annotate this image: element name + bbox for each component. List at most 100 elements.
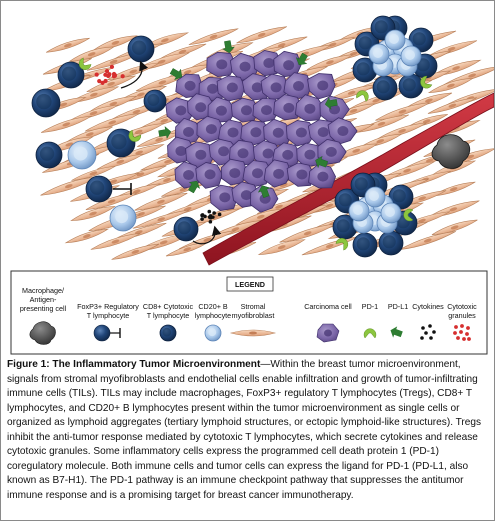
legend-pd1-icon [363, 328, 377, 339]
carcinoma-cell [206, 51, 237, 78]
stromal-myofibroblast [70, 206, 116, 221]
carcinoma-cell [263, 159, 292, 188]
stromal-myofibroblast [334, 143, 379, 158]
cytokines [200, 209, 222, 224]
legend-myofibroblast-icon [229, 329, 277, 337]
arrow [120, 60, 149, 89]
legend-granules-icon [453, 324, 471, 341]
macrophage [431, 134, 471, 169]
carcinoma-cell [252, 97, 280, 123]
stromal-myofibroblast [45, 37, 90, 53]
stromal-myofibroblast [427, 97, 477, 114]
cd8-cytotoxic-t-lymphocyte [332, 214, 358, 240]
pd1-receptor [128, 129, 142, 142]
carcinoma-cell [307, 73, 336, 100]
legend-label: PD-1 [362, 302, 378, 311]
cytotoxic-granules [94, 64, 125, 86]
cd8-cytotoxic-t-lymphocyte [35, 141, 63, 169]
pdl1-ligand [188, 180, 201, 194]
legend-treg-icon [93, 324, 121, 342]
legend-b-cell-icon [204, 324, 222, 342]
cd8-cytotoxic-t-lymphocyte [57, 61, 85, 89]
carcinoma-cell [273, 50, 302, 77]
tumor-microenvironment-illustration: LEGEND Macrophage/Antigen-presenting cel… [10, 15, 494, 355]
cd20-b-lymphocyte [67, 140, 97, 170]
pdl1-ligand [222, 40, 235, 54]
cd8-cytotoxic-t-lymphocyte [408, 27, 434, 53]
cd8-cytotoxic-t-lymphocyte [378, 230, 404, 256]
legend-title: LEGEND [235, 280, 265, 289]
cd20-b-lymphocyte [348, 200, 370, 222]
pdl1-ligand [169, 68, 183, 81]
carcinoma-cell [294, 94, 325, 122]
carcinoma-cell [185, 141, 216, 169]
cd20-b-lymphocyte [109, 204, 137, 232]
legend-label: Cytokines [412, 302, 444, 311]
carcinoma-cell [317, 138, 347, 165]
pd1-receptor [78, 57, 92, 70]
stromal-myofibroblast [257, 239, 306, 255]
stromal-myofibroblast [427, 78, 474, 93]
stromal-myofibroblast [132, 209, 190, 229]
pdl1-ligand [158, 126, 172, 139]
legend-box: LEGEND Macrophage/Antigen-presenting cel… [10, 270, 488, 355]
cd8-cytotoxic-t-lymphocyte [372, 75, 398, 101]
stromal-myofibroblast [431, 181, 476, 197]
stromal-myofibroblast [90, 233, 141, 250]
legend-pdl1-icon [390, 326, 403, 338]
cd8-cytotoxic-t-lymphocyte [143, 89, 167, 113]
carcinoma-cell [196, 115, 225, 143]
carcinoma-cell [216, 75, 246, 102]
pd1-receptor [420, 75, 433, 89]
caption-title: Figure 1: The Inflammatory Tumor Microen… [7, 359, 261, 370]
legend-label: PD-L1 [388, 302, 408, 311]
pd1-receptor [403, 208, 414, 222]
cd8-cytotoxic-t-lymphocyte [398, 73, 424, 99]
foxp3-regulatory-t-lymphocyte [85, 175, 113, 203]
cd8-cytotoxic-t-lymphocyte [354, 31, 380, 57]
cd8-cytotoxic-t-lymphocyte [127, 35, 155, 63]
stromal-myofibroblast [188, 28, 239, 46]
legend-cytokines-icon [420, 324, 436, 340]
legend-label: Macrophage/Antigen-presenting cell [20, 286, 67, 313]
carcinoma-cell [174, 117, 203, 145]
carcinoma-cell [327, 117, 358, 145]
lymphoid-aggregate [352, 15, 438, 101]
cd20-b-lymphocyte [368, 43, 390, 65]
pdl1-ligand [315, 155, 329, 169]
cd8-cytotoxic-t-lymphocyte [106, 128, 136, 158]
pdl1-ligand [324, 97, 338, 110]
pd1-receptor [356, 90, 369, 102]
legend-carcinoma-icon [316, 323, 340, 343]
caption-body: —Within the breast tumor microenvironmen… [7, 359, 482, 501]
arrow [192, 225, 222, 245]
stromal-myofibroblast [111, 243, 160, 260]
figure-caption: Figure 1: The Inflammatory Tumor Microen… [7, 358, 491, 503]
carcinoma-cell [230, 97, 260, 123]
carcinoma-cell [195, 162, 223, 189]
stromal-myofibroblast [41, 115, 92, 133]
carcinoma-cell [283, 72, 312, 100]
carcinoma-cluster [165, 50, 358, 213]
cd20-b-lymphocyte [364, 186, 386, 208]
cd8-cytotoxic-t-lymphocyte [352, 232, 378, 258]
cd20-b-lymphocyte [384, 29, 406, 51]
pd1-receptor [335, 238, 349, 251]
carcinoma-cell [209, 184, 238, 212]
stromal-myofibroblast [236, 26, 288, 44]
legend-label: Carcinoma cell [304, 302, 352, 311]
stromal-myofibroblast [399, 231, 456, 250]
cd20-b-lymphocyte [380, 202, 402, 224]
legend-macrophage-icon [29, 321, 56, 345]
cd8-cytotoxic-t-lymphocyte [173, 216, 199, 242]
lymphoid-aggregate [332, 172, 418, 258]
carcinoma-cell [286, 162, 315, 187]
cd8-cytotoxic-t-lymphocyte [352, 57, 378, 83]
cd20-b-lymphocyte [400, 45, 422, 67]
